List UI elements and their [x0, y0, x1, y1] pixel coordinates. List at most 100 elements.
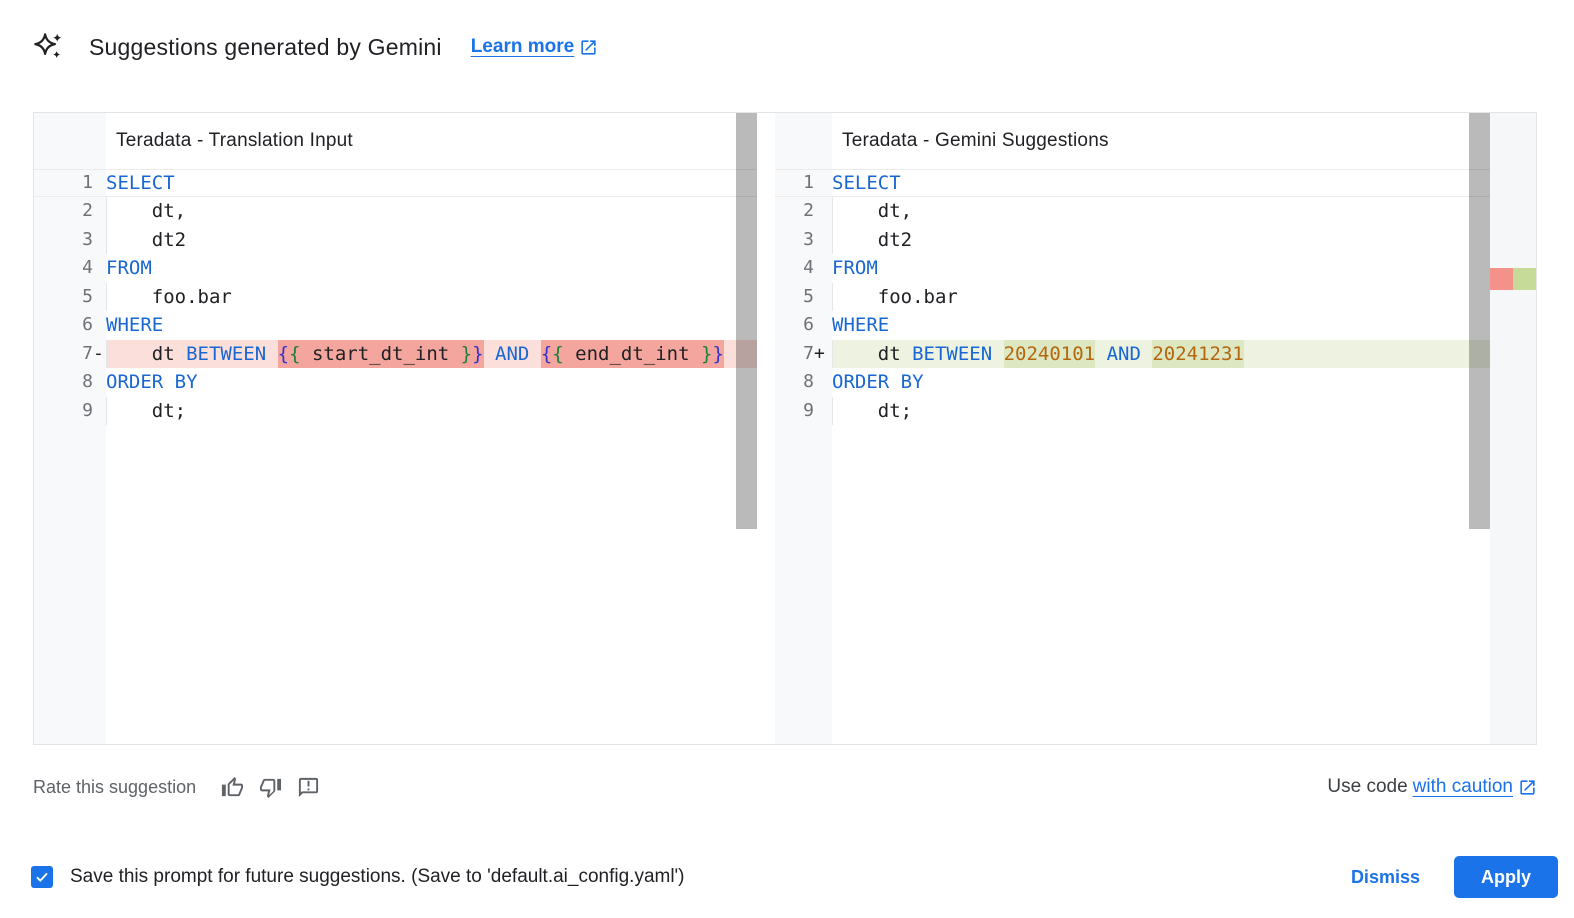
code-token: {	[289, 339, 301, 369]
ruler-added-marker	[1513, 268, 1536, 290]
code-token: AND	[1106, 342, 1141, 365]
use-code-notice: Use code with caution	[1327, 776, 1537, 798]
line-number: 8	[803, 371, 814, 393]
thumb-up-icon[interactable]	[221, 776, 244, 799]
open-in-new-icon	[1520, 779, 1535, 795]
save-prompt-label: Save this prompt for future suggestions.…	[70, 866, 685, 887]
code-line-2: 2 dt,	[775, 197, 1490, 226]
diff-marker: +	[814, 342, 825, 364]
code-token: WHERE	[106, 314, 164, 337]
save-prompt-checkbox[interactable]	[31, 866, 53, 888]
line-number: 1	[82, 172, 93, 193]
indent-guide	[832, 339, 833, 369]
apply-button[interactable]: Apply	[1453, 856, 1558, 898]
line-number: 3	[82, 228, 93, 250]
code-token: {	[540, 339, 553, 369]
gemini-sparkle-icon	[34, 33, 62, 58]
right-scrollbar-thumb[interactable]	[1469, 113, 1490, 529]
code-token: FROM	[832, 257, 878, 280]
checkmark-icon	[36, 872, 48, 883]
left-panel-title: Teradata - Translation Input	[116, 130, 353, 151]
code-token: BETWEEN	[912, 342, 993, 365]
thumb-down-icon[interactable]	[259, 776, 282, 799]
line-number: 7	[803, 342, 814, 364]
code-token: SELECT	[106, 172, 175, 194]
code-token: dt2	[832, 228, 913, 251]
right-panel-title: Teradata - Gemini Suggestions	[842, 130, 1109, 151]
code-line-1: 1 SELECT	[34, 169, 757, 197]
dismiss-button[interactable]: Dismiss	[1350, 866, 1420, 887]
line-number-gutter	[775, 113, 832, 744]
line-number: 3	[803, 228, 814, 250]
line-number: 9	[82, 399, 93, 421]
line-number: 2	[82, 200, 93, 222]
line-number: 8	[82, 371, 93, 393]
code-token: AND	[495, 342, 530, 365]
line-number: 2	[803, 200, 814, 222]
dialog-action-bar: Save this prompt for future suggestions.…	[0, 855, 1574, 899]
page-title: Suggestions generated by Gemini	[89, 33, 442, 60]
code-token: SELECT	[832, 172, 901, 194]
rate-group: Rate this suggestion	[33, 776, 320, 799]
code-token	[484, 340, 495, 368]
right-panel-header: Teradata - Gemini Suggestions	[775, 113, 1536, 169]
code-token: 20241231	[1152, 339, 1244, 369]
code-line-5: 5 foo.bar	[775, 282, 1490, 312]
gemini-suggestions-editor[interactable]: Teradata - Gemini Suggestions 1 SELECT 2 d…	[775, 113, 1536, 744]
code-token: 20240101	[1003, 339, 1096, 369]
open-in-new-icon	[581, 39, 596, 55]
indent-guide	[832, 197, 833, 226]
code-token: dt,	[832, 200, 913, 223]
code-token: }	[460, 339, 473, 369]
translation-input-editor[interactable]: Teradata - Translation Input 1 SELECT 2 dt…	[34, 113, 757, 744]
learn-more-link[interactable]: Learn more	[471, 36, 598, 58]
indent-guide	[832, 282, 833, 312]
code-token: dt	[832, 342, 913, 365]
code-token: }	[701, 339, 713, 369]
line-number: 5	[82, 285, 93, 307]
suggestion-footer: Rate this suggestion Use code with cauti…	[0, 771, 1574, 803]
diff-marker: -	[93, 342, 104, 364]
indent-guide	[832, 225, 833, 255]
line-number: 6	[82, 314, 93, 336]
line-number-gutter	[34, 113, 106, 744]
code-token: foo.bar	[106, 285, 232, 308]
indent-guide	[106, 282, 107, 312]
feedback-icon[interactable]	[297, 776, 320, 799]
with-caution-link[interactable]: with caution	[1412, 776, 1513, 797]
code-token	[1095, 340, 1106, 368]
code-line-7: 7- dt BETWEEN {{ start_dt_int }} AND {{ …	[34, 339, 757, 369]
diff-container: Teradata - Translation Input 1 SELECT 2 dt…	[33, 112, 1537, 745]
line-number: 9	[803, 399, 814, 421]
diff-overview-ruler	[1490, 113, 1536, 744]
code-token	[529, 340, 540, 368]
code-line-2: 2 dt,	[34, 197, 757, 226]
indent-guide	[832, 396, 833, 425]
code-token: ORDER BY	[832, 371, 924, 394]
code-token: ORDER BY	[106, 371, 198, 394]
code-token	[992, 340, 1003, 368]
code-line-1: 1 SELECT	[775, 169, 1490, 197]
line-number: 1	[803, 172, 814, 193]
indent-guide	[106, 197, 107, 226]
left-scrollbar-thumb[interactable]	[736, 113, 757, 529]
code-line-8: 8 ORDER BY	[34, 368, 757, 396]
code-line-4: 4 FROM	[775, 254, 1490, 282]
code-line-8: 8 ORDER BY	[775, 368, 1490, 396]
code-token: dt;	[106, 399, 187, 422]
code-line-7: 7+ dt BETWEEN 20240101 AND 20241231	[775, 339, 1490, 369]
code-token: end_dt_int	[563, 339, 701, 369]
rate-label: Rate this suggestion	[33, 776, 197, 797]
code-token: dt;	[832, 399, 913, 422]
code-token	[1141, 340, 1152, 368]
line-number: 4	[803, 257, 814, 279]
code-token: BETWEEN	[186, 342, 267, 365]
code-line-9: 9 dt;	[34, 396, 757, 425]
line-number: 6	[803, 314, 814, 336]
code-token: WHERE	[832, 314, 890, 337]
code-token: dt,	[106, 200, 187, 223]
